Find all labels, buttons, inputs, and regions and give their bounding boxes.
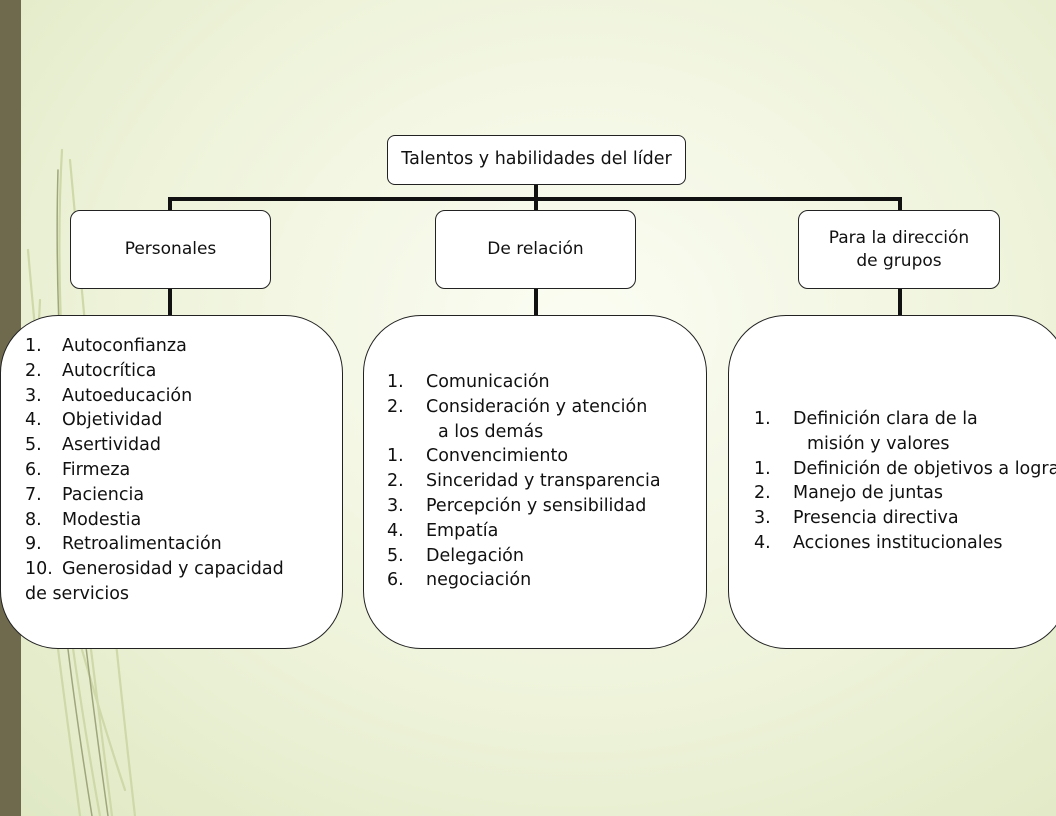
list-item-text: Presencia directiva: [793, 508, 959, 529]
list-item-number: 4.: [25, 410, 42, 431]
list-item-number: 5.: [25, 435, 42, 456]
category-label: Para la dirección de grupos: [829, 227, 969, 273]
list-item-number: 1.: [754, 409, 771, 429]
category-label: Personales: [124, 239, 217, 260]
list-item-number: 2.: [25, 360, 42, 381]
list-item-text: Objetividad: [62, 410, 163, 431]
list-item-text: Autoeducación: [62, 385, 193, 406]
list-item-number: 4.: [754, 533, 771, 553]
list-item-number: 2.: [754, 483, 771, 504]
list-item-text: Autoconfianza: [62, 336, 187, 356]
list-item-text: Sinceridad y transparencia: [426, 471, 661, 492]
list-item-number: 7.: [25, 484, 42, 505]
list-item-number: 10.: [25, 559, 53, 580]
list-item-text: Generosidad y capacidad: [62, 559, 284, 580]
list-box-direccion-de-grupos: [728, 315, 1056, 649]
list-item-number: 4.: [387, 520, 404, 541]
list-item-number: 3.: [387, 496, 404, 516]
list-item-text: Paciencia: [62, 484, 145, 505]
category-node-direccion-de-grupos: Para la dirección de grupos: [798, 210, 1000, 289]
list-item-text: Modestia: [62, 509, 142, 530]
list-box-personales: [0, 315, 343, 649]
list-item-text: a los demás: [438, 421, 544, 442]
list-item-text: negociación: [426, 570, 532, 591]
list-item-text: Definición clara de la: [793, 409, 978, 429]
category-node-de-relacion: De relación: [435, 210, 636, 289]
category-node-personales: Personales: [70, 210, 271, 289]
list-item-text: Manejo de juntas: [793, 483, 943, 504]
list-item-text: Delegación: [426, 545, 524, 566]
list-item-text: Consideración y atención: [426, 396, 648, 417]
category-label: De relación: [487, 239, 584, 260]
list-item-text: Retroalimentación: [62, 534, 222, 555]
list-item-number: 1.: [387, 446, 404, 467]
list-item-text: Asertividad: [62, 435, 161, 456]
category-label-line-1: Para la dirección: [828, 227, 970, 248]
list-item-number: 9.: [25, 534, 42, 555]
list-item-text: Acciones institucionales: [793, 533, 1003, 553]
list-item-number: 1.: [754, 458, 771, 479]
list-item-number: 1.: [387, 372, 404, 392]
list-item-text: Autocrítica: [62, 360, 157, 381]
list-box-de-relacion: [363, 315, 707, 649]
list-item-text: Convencimiento: [426, 446, 569, 467]
list-item-text: Empatía: [426, 520, 499, 541]
list-item-number: 3.: [25, 385, 42, 406]
list-item-number: 6.: [25, 460, 42, 480]
list-item-text: Percepción y sensibilidad: [426, 496, 647, 516]
list-item-number: 3.: [754, 508, 771, 529]
list-item-text: Comunicación: [426, 372, 550, 392]
list-item-text: misión y valores: [807, 433, 950, 454]
list-item-number: 2.: [387, 396, 404, 417]
list-item-number: 8.: [25, 509, 42, 530]
list-item-number: 5.: [387, 545, 404, 566]
list-item-text: de servicios: [25, 584, 130, 604]
list-item-text: Definición de objetivos a lograr: [793, 458, 1056, 479]
list-item-number: 2.: [387, 471, 404, 492]
root-node-label: Talentos y habilidades del líder: [401, 149, 672, 170]
root-node: Talentos y habilidades del líder: [387, 135, 686, 185]
list-item-text: Firmeza: [62, 460, 131, 480]
category-label-line-2: de grupos: [856, 250, 942, 271]
list-item-number: 1.: [25, 336, 42, 356]
list-item-number: 6.: [387, 570, 404, 591]
